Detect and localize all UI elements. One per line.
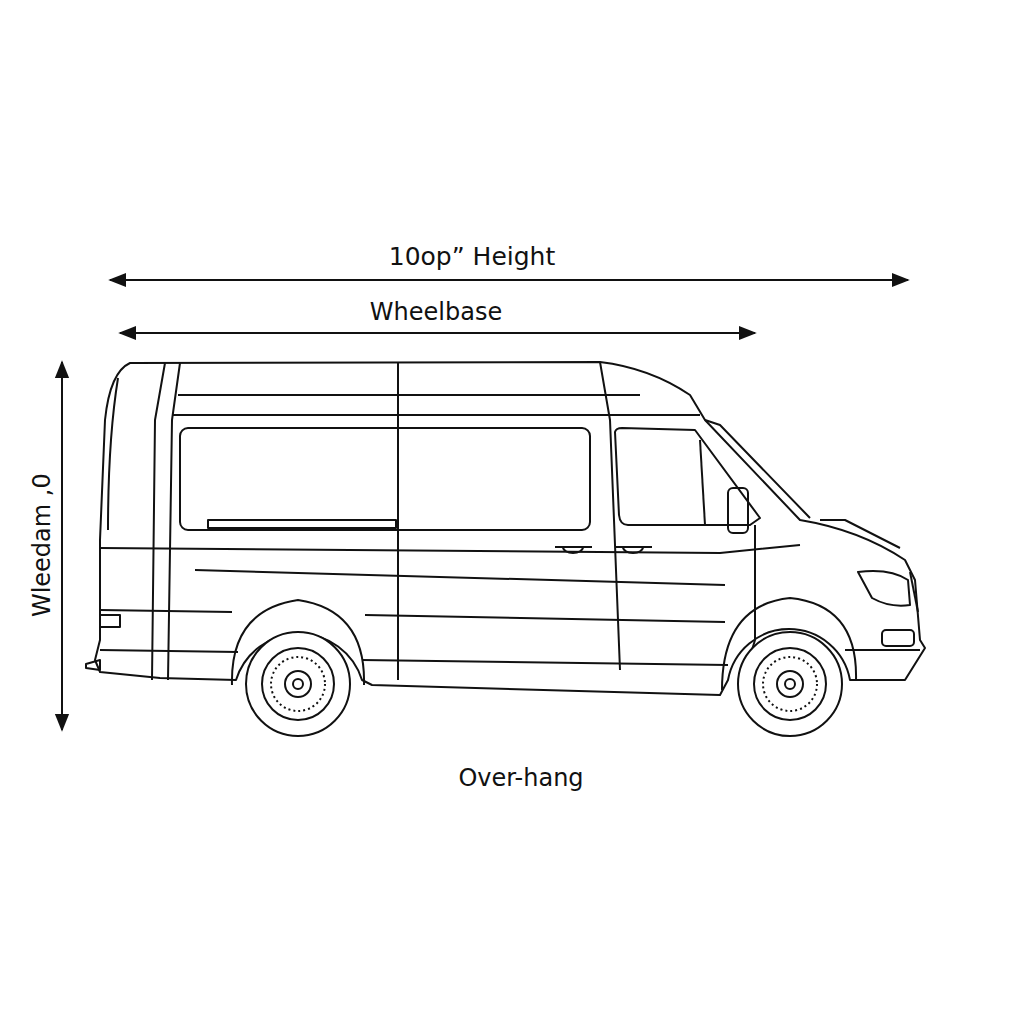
overhang-dimension: Over-hang <box>458 765 583 791</box>
vertical-dimension: Wleedam ,0 <box>29 473 55 617</box>
height-dimension: 10op” Height <box>389 243 556 271</box>
wheels <box>246 632 842 736</box>
dimension-arrows <box>62 280 908 730</box>
wheelbase-dimension: Wheelbase <box>370 299 502 325</box>
